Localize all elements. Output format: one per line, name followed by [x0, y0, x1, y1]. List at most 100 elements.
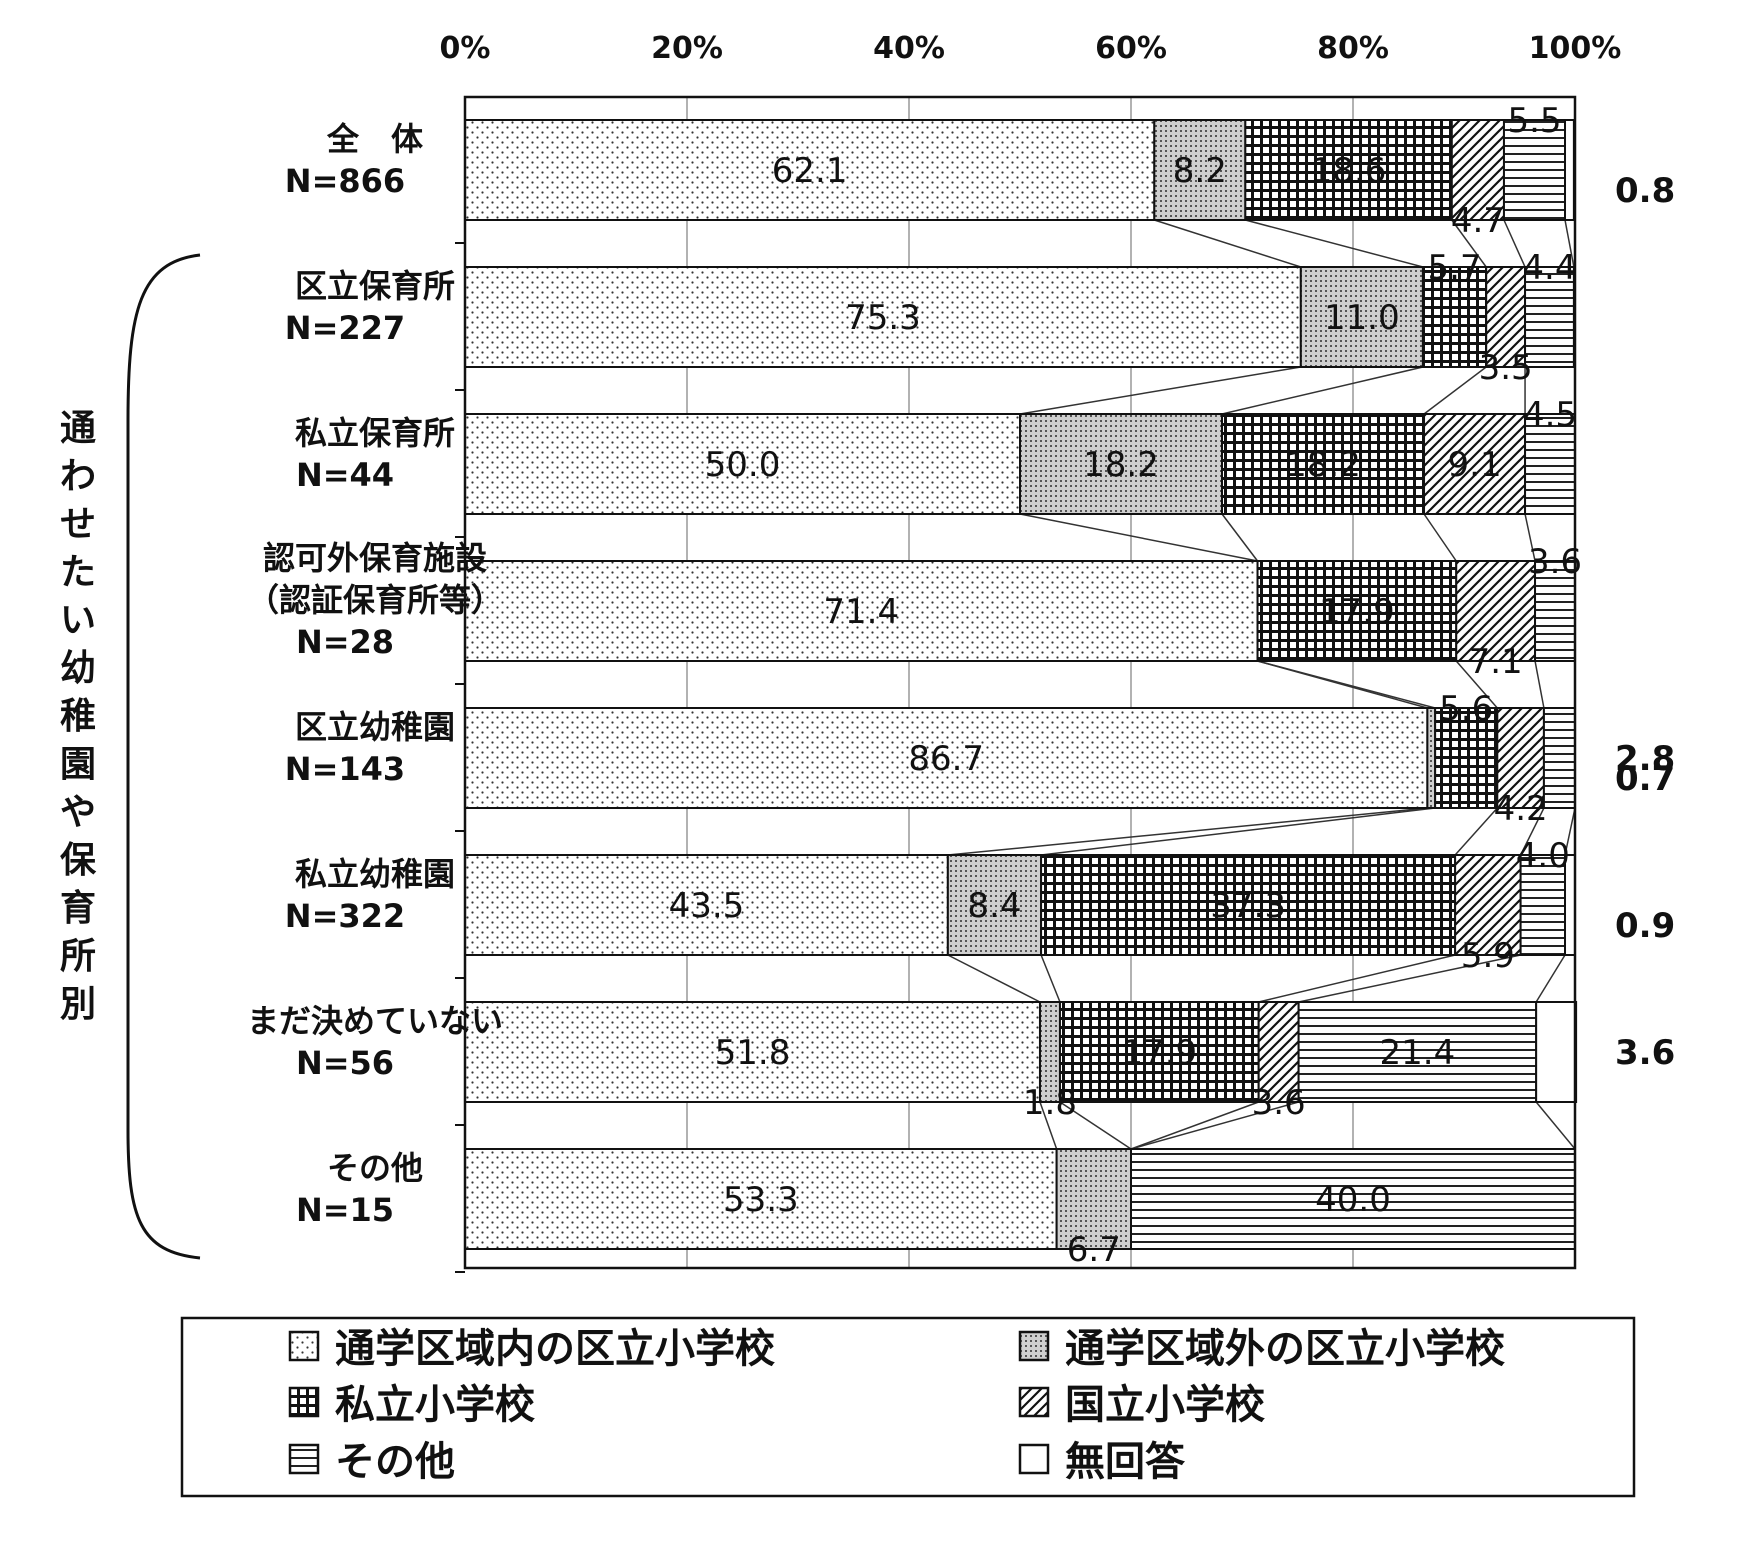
bar-segment [1524, 413, 1577, 515]
connector-line [1040, 954, 1061, 1003]
data-label: 43.5 [669, 886, 745, 926]
category-label: 区立保育所 [295, 267, 455, 305]
data-label: 0.8 [1615, 171, 1675, 211]
category-label: N=28 [296, 623, 394, 661]
data-label: 62.1 [772, 151, 848, 191]
bar-segment [1519, 854, 1567, 956]
legend-swatch [288, 1386, 320, 1418]
legend-swatch [1018, 1330, 1050, 1362]
connector-line [1503, 219, 1526, 268]
data-label: 0.9 [1615, 906, 1675, 946]
bar-segment [1130, 1148, 1576, 1250]
bar-segment [1564, 119, 1575, 221]
connector-line [1519, 807, 1545, 856]
bar-segment [464, 119, 1156, 221]
group-label-char: い [60, 600, 96, 641]
category-label: 全 体 [326, 120, 423, 158]
category-label: N=15 [296, 1191, 394, 1229]
bar-segment [464, 854, 949, 956]
data-label: 0.7 [1615, 759, 1675, 799]
bar-segment [1485, 266, 1527, 368]
data-label: 2.8 [1615, 739, 1675, 779]
connector-line [1423, 513, 1457, 562]
bar-segment [1297, 1001, 1538, 1103]
data-label: 1.8 [1023, 1083, 1077, 1123]
connector-line [1564, 807, 1576, 856]
data-label: 3.6 [1528, 542, 1582, 582]
legend: 通学区域内の区立小学校通学区域外の区立小学校私立小学校国立小学校その他無回答 [180, 1316, 1636, 1498]
group-label-char: 所 [60, 936, 96, 977]
group-label-char: 保 [60, 840, 97, 881]
connector-line [1041, 807, 1436, 856]
bar-segment [1455, 560, 1537, 662]
legend-swatch [288, 1443, 320, 1475]
category-label: N=143 [285, 750, 405, 788]
data-label: 17.9 [1121, 1033, 1197, 1073]
data-label: 37.3 [1210, 886, 1286, 926]
connector-line [1455, 660, 1498, 709]
data-label: 71.4 [823, 592, 899, 632]
connector-line [1019, 513, 1258, 562]
data-label: 5.9 [1461, 936, 1515, 976]
category-label: N=56 [296, 1044, 394, 1082]
bar-segment [1019, 413, 1224, 515]
data-label: 3.6 [1615, 1033, 1675, 1073]
data-label: 4.7 [1451, 201, 1505, 241]
bar-segment [1257, 1001, 1300, 1103]
connector-line [947, 954, 1041, 1003]
group-label: 通わせたい幼稚園や保育所別 [60, 408, 97, 1025]
connector-line [1534, 660, 1545, 709]
connector-line [1564, 219, 1575, 268]
group-label-char: 園 [60, 744, 96, 785]
bar-segment [1450, 119, 1505, 221]
bar-segment [464, 1001, 1041, 1103]
category-label: N=44 [296, 456, 394, 494]
bar-segment [464, 413, 1021, 515]
category-label: 私立幼稚園 [295, 855, 455, 893]
legend-swatch [1018, 1386, 1050, 1418]
data-label: 3.6 [1252, 1083, 1306, 1123]
category-label: その他 [327, 1149, 423, 1187]
data-label: 7.1 [1469, 642, 1523, 682]
data-label: 18.6 [1311, 151, 1387, 191]
legend-label: 通学区域外の区立小学校 [1065, 1326, 1505, 1372]
connector-line [1298, 954, 1521, 1003]
category-label: N=227 [285, 309, 405, 347]
connector-line [1257, 660, 1436, 709]
bar-segment [464, 560, 1259, 662]
group-label-char: 稚 [60, 696, 96, 737]
connector-line [1451, 219, 1487, 268]
bar-segment [1421, 266, 1488, 368]
data-label: 17.9 [1319, 592, 1395, 632]
legend-label: 通学区域内の区立小学校 [335, 1326, 775, 1372]
data-label: 75.3 [845, 298, 921, 338]
group-label-char: 別 [60, 984, 96, 1025]
connector-line [1524, 513, 1536, 562]
data-label: 51.8 [715, 1033, 791, 1073]
connector-line [1130, 1101, 1259, 1150]
connector-line [1221, 366, 1424, 415]
group-label-char: せ [60, 504, 96, 545]
bar-segment [1299, 266, 1424, 368]
bar-segment [1244, 119, 1453, 221]
group-label-char: 通 [60, 408, 96, 449]
x-axis-ticks: 0%20%40%60%80%100% [440, 31, 1622, 66]
category-label: N=866 [285, 162, 405, 200]
connector-line [1535, 954, 1566, 1003]
bar-segment [1534, 560, 1577, 662]
data-label: 9.1 [1448, 445, 1502, 485]
bar-segment [1454, 854, 1522, 956]
connector-lines [947, 219, 1576, 1150]
bar-segment [1256, 560, 1458, 662]
legend-label: その他 [335, 1439, 455, 1485]
connector-line [1221, 513, 1259, 562]
data-label: 4.4 [1522, 248, 1576, 288]
data-label: 53.3 [723, 1180, 799, 1220]
x-tick-label: 0% [440, 31, 491, 66]
data-label: 50.0 [705, 445, 781, 485]
group-label-char: や [60, 792, 96, 833]
bar-segment [1426, 707, 1437, 809]
data-label: 4.5 [1523, 395, 1577, 435]
